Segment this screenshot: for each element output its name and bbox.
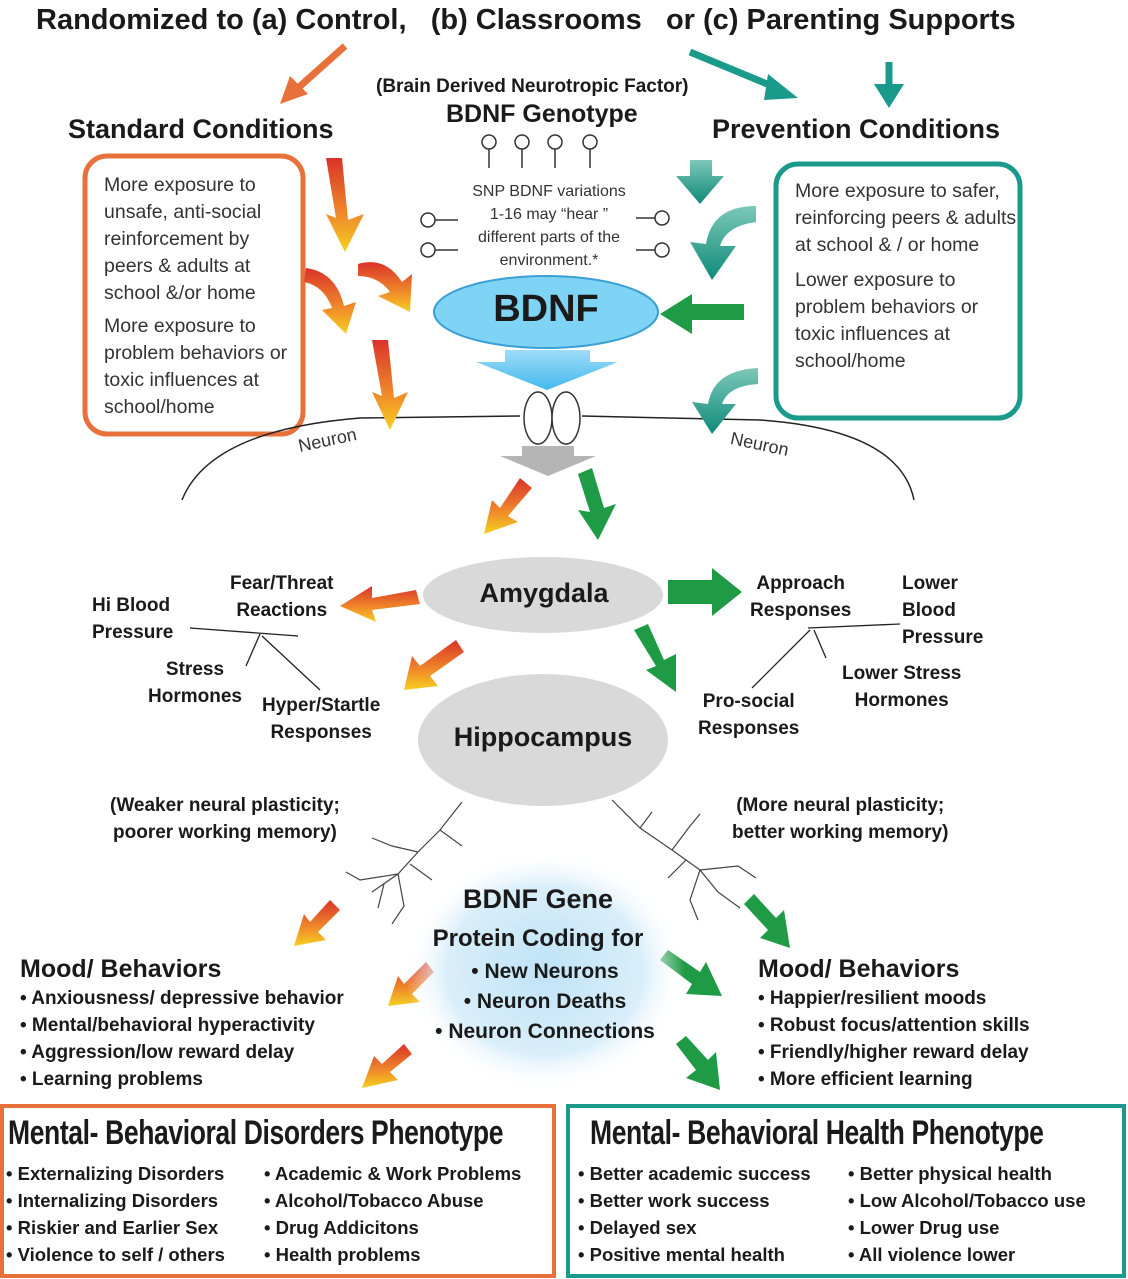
warm-arrows (294, 158, 532, 1088)
prevention-box: More exposure to safer, reinforcing peer… (795, 180, 1017, 372)
health-col1: • Better academic success • Better work … (578, 1160, 811, 1268)
gene-cloud (405, 850, 685, 1090)
bdnf-label: BDNF (493, 288, 599, 330)
list-item: • Drug Addicitons (264, 1217, 419, 1238)
standard-conditions-heading: Standard Conditions (68, 114, 334, 144)
receptor (523, 391, 581, 445)
list-item: • Learning problems (20, 1069, 203, 1090)
health-col2: • Better physical health • Low Alcohol/T… (848, 1160, 1086, 1268)
disorders-box-frame (0, 1104, 556, 1278)
list-item: • Better work success (578, 1190, 770, 1211)
neuron-membrane (181, 415, 915, 501)
left-connector-lines (189, 627, 321, 691)
disorders-phenotype-title: Mental- Behavioral Disorders Phenotype (8, 1114, 504, 1152)
neuron-drawing-left (345, 801, 463, 925)
disorders-col2: • Academic & Work Problems • Alcohol/Tob… (264, 1160, 521, 1268)
teal-arrows (676, 160, 758, 434)
snp-variations-text: SNP BDNF variations 1-16 may “hear ” dif… (472, 183, 626, 269)
gene-subtitle: Protein Coding for (432, 925, 644, 952)
mood-left-title: Mood/ Behaviors (20, 955, 222, 983)
bdnf-genotype: BDNF Genotype (446, 100, 638, 128)
disorders-col1: • Externalizing Disorders • Internalizin… (6, 1160, 225, 1268)
list-item: • Academic & Work Problems (264, 1163, 522, 1184)
list-item: • Delayed sex (578, 1217, 697, 1238)
mood-right-title: Mood/ Behaviors (758, 955, 960, 983)
gene-item: • Neuron Connections (435, 1020, 655, 1043)
health-box-frame (566, 1104, 1126, 1278)
list-item: • Positive mental health (578, 1244, 785, 1265)
list-item: • Robust focus/attention skills (758, 1015, 1030, 1036)
list-item: • Violence to self / others (6, 1244, 225, 1265)
neuron-drawing-right (611, 799, 757, 921)
prevention-conditions-heading: Prevention Conditions (712, 114, 1001, 144)
top-orange-arrow (280, 43, 348, 104)
bdnf-down-arrow (476, 350, 618, 390)
list-item: • Riskier and Earlier Sex (6, 1217, 219, 1238)
standard-box-frame (82, 153, 306, 437)
list-item: • More efficient learning (758, 1069, 973, 1090)
gray-down-arrow (500, 446, 596, 476)
list-item: • Better academic success (578, 1163, 811, 1184)
weaker-plasticity-label: (Weaker neural plasticity;poorer working… (110, 795, 340, 843)
bdnf-gene-title: BDNF Gene (462, 884, 614, 914)
health-phenotype-title: Mental- Behavioral Health Phenotype (590, 1114, 1044, 1152)
top-teal-arrow-diagonal (688, 48, 798, 100)
bdnf-ellipse (433, 275, 659, 349)
list-item: • Mental/behavioral hyperactivity (20, 1015, 315, 1036)
randomization-title: Randomized to (a) Control, (b) Classroom… (36, 4, 1016, 36)
list-item: • Friendly/higher reward delay (758, 1042, 1029, 1063)
amygdala-label: Amygdala (479, 578, 609, 608)
list-item: • Happier/resilient moods (758, 988, 987, 1009)
list-item: • Better physical health (848, 1163, 1052, 1184)
gene-items: • New Neurons • Neuron Deaths • Neuron C… (400, 957, 690, 1047)
list-item: • Health problems (264, 1244, 421, 1265)
list-item: • Anxiousness/ depressive behavior (20, 988, 344, 1009)
hippocampus-ellipse (418, 674, 668, 806)
list-item: • Internalizing Disorders (6, 1190, 219, 1211)
gene-item: • Neuron Deaths (463, 990, 627, 1013)
list-item: • All violence lower (848, 1244, 1016, 1265)
list-item: • Alcohol/Tobacco Abuse (264, 1190, 484, 1211)
amygdala-ellipse (423, 557, 663, 633)
list-item: • Aggression/low reward delay (20, 1042, 295, 1063)
snp-pins (420, 134, 670, 258)
hippocampus-label: Hippocampus (453, 722, 633, 752)
standard-box: More exposure to unsafe, anti-social rei… (104, 174, 288, 418)
list-item: • Externalizing Disorders (6, 1163, 225, 1184)
more-plasticity-label: (More neural plasticity;better working m… (732, 795, 949, 843)
right-connector-lines (751, 623, 901, 689)
mood-right-list: • Happier/resilient moods • Robust focus… (758, 985, 1030, 1093)
list-item: • Lower Drug use (848, 1217, 1000, 1238)
gene-item: • New Neurons (471, 960, 619, 983)
mood-left-list: • Anxiousness/ depressive behavior • Men… (20, 985, 344, 1093)
list-item: • Low Alcohol/Tobacco use (848, 1190, 1086, 1211)
prevention-box-frame (773, 161, 1023, 421)
top-teal-arrow-down (874, 62, 904, 108)
bdnf-full-name: (Brain Derived Neurotropic Factor) (376, 76, 689, 97)
